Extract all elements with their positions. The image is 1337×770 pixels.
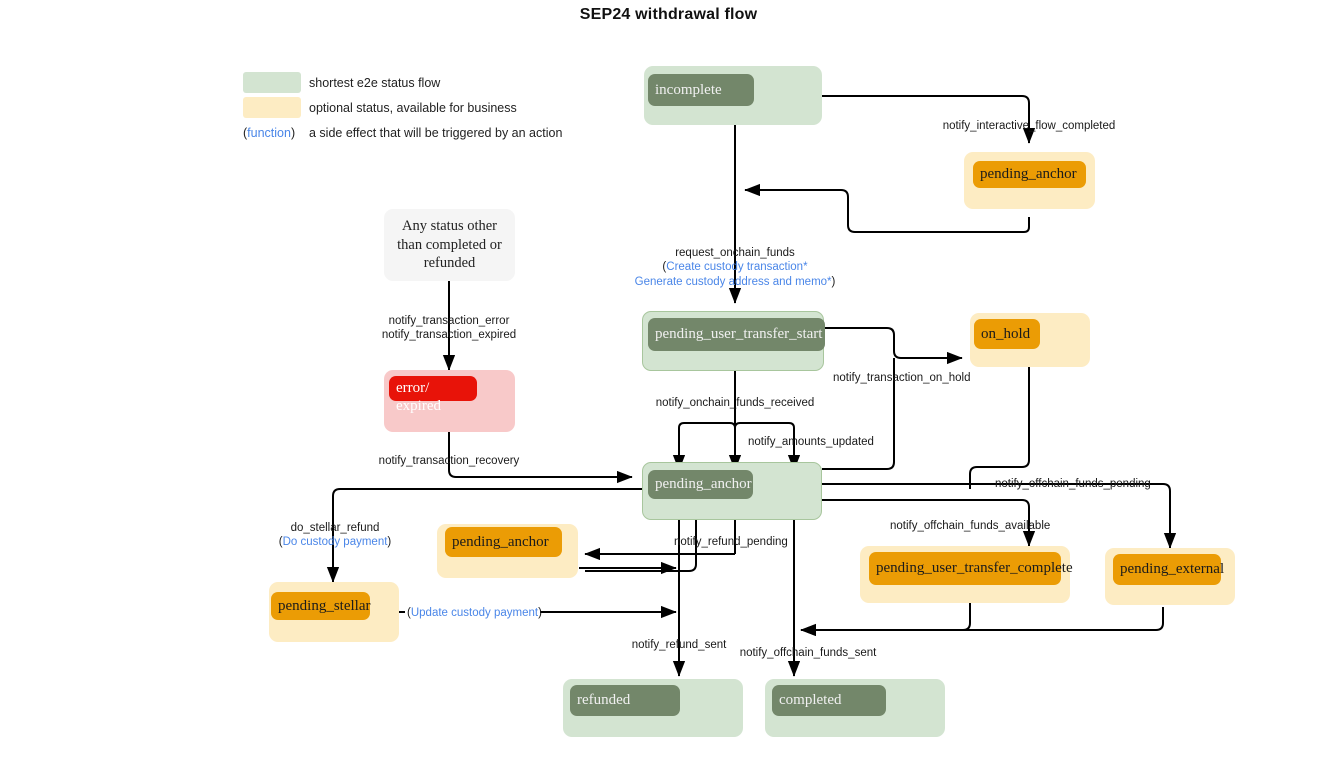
legend-label-yellow: optional status, available for business — [309, 100, 517, 115]
edge-label-notify-transaction-on-hold: notify_transaction_on_hold — [833, 372, 971, 384]
edge-label-notify-offchain-funds-available: notify_offchain_funds_available — [890, 520, 1051, 532]
node-pending-user-transfer-complete-label: pending_user_transfer_complete — [869, 552, 1073, 585]
node-pending-external[interactable]: pending_external — [1105, 548, 1235, 605]
node-pending-stellar-label: pending_stellar — [271, 592, 370, 620]
legend: shortest e2e status flow optional status… — [243, 70, 562, 145]
edge-label-notify-offchain-funds-sent: notify_offchain_funds_sent — [739, 647, 877, 659]
node-pending-anchor-center-label: pending_anchor — [648, 470, 753, 499]
legend-row-yellow: optional status, available for business — [243, 95, 562, 120]
edge-label-do-stellar-refund-main: do_stellar_refund — [290, 522, 380, 534]
edge-label-notify-transaction-recovery: notify_transaction_recovery — [378, 455, 520, 467]
legend-row-function: (function) a side effect that will be tr… — [243, 120, 562, 145]
edge-label-request-onchain-funds: request_onchain_funds (Create custody tr… — [635, 246, 836, 289]
paren-open: ( — [243, 125, 248, 140]
node-pending-anchor-refund-label: pending_anchor — [445, 527, 562, 557]
edge-label-notify-transaction-error-line1: notify_transaction_error — [388, 315, 510, 327]
node-refunded-label: refunded — [570, 685, 680, 716]
page-title: SEP24 withdrawal flow — [579, 6, 758, 23]
legend-label-function: a side effect that will be triggered by … — [309, 125, 563, 140]
node-pending-anchor-refund[interactable]: pending_anchor — [437, 524, 578, 578]
paren-close: ) — [290, 125, 296, 140]
edge-label-notify-refund-sent: notify_refund_sent — [631, 639, 727, 651]
node-pending-anchor-center[interactable]: pending_anchor — [642, 462, 822, 520]
node-completed[interactable]: completed — [765, 679, 945, 737]
node-pending-stellar[interactable]: pending_stellar — [269, 582, 399, 642]
node-pending-external-label: pending_external — [1113, 554, 1224, 585]
node-error-expired-label-line2: expired — [396, 398, 441, 414]
legend-swatch-green — [243, 72, 301, 93]
edge-label-request-onchain-funds-fn1: (Create custody transaction* — [662, 261, 808, 274]
node-any-status-label: Any status other than completed or refun… — [397, 218, 502, 272]
node-error-expired-label: error/ — [389, 376, 477, 401]
edge-label-notify-amounts-updated: notify_amounts_updated — [748, 436, 874, 448]
edge-label-update-custody-payment: (Update custody payment) — [407, 607, 542, 619]
node-completed-label: completed — [772, 685, 886, 716]
node-pending-user-transfer-start[interactable]: pending_user_transfer_start — [642, 311, 825, 371]
node-pending-user-transfer-start-label: pending_user_transfer_start — [648, 318, 825, 351]
node-pending-anchor-top[interactable]: pending_anchor — [964, 152, 1095, 209]
edge-label-notify-transaction-error: notify_transaction_error notify_transact… — [382, 314, 516, 343]
edge-label-notify-transaction-expired-line2: notify_transaction_expired — [381, 329, 517, 342]
edge-label-request-onchain-funds-fn2: Generate custody address and memo*) — [634, 275, 836, 288]
node-on-hold[interactable]: on_hold — [970, 313, 1090, 367]
node-on-hold-label: on_hold — [974, 319, 1040, 349]
node-incomplete-label: incomplete — [648, 74, 754, 106]
node-refunded[interactable]: refunded — [563, 679, 743, 737]
edge-label-notify-offchain-funds-pending: notify_offchain_funds_pending — [995, 478, 1151, 490]
edge-label-notify-interactive-flow-completed: notify_interactive_flow_completed — [942, 120, 1116, 132]
edge-label-notify-onchain-funds-received: notify_onchain_funds_received — [655, 397, 815, 409]
edge-label-do-stellar-refund-fn: (Do custody payment) — [278, 536, 392, 549]
edge-label-notify-refund-pending: notify_refund_pending — [674, 536, 788, 548]
legend-function-marker: (function) — [243, 126, 301, 140]
node-pending-anchor-top-label: pending_anchor — [973, 161, 1086, 188]
legend-swatch-yellow — [243, 97, 301, 118]
legend-function-word: function — [247, 125, 291, 140]
legend-label-green: shortest e2e status flow — [309, 75, 441, 90]
edge-label-request-onchain-funds-main: request_onchain_funds — [675, 247, 795, 259]
node-any-status[interactable]: Any status other than completed or refun… — [384, 209, 515, 281]
legend-row-green: shortest e2e status flow — [243, 70, 562, 95]
node-incomplete[interactable]: incomplete — [644, 66, 822, 125]
node-pending-user-transfer-complete[interactable]: pending_user_transfer_complete — [860, 546, 1073, 603]
node-error-expired[interactable]: error/ expired — [384, 370, 515, 432]
edge-label-do-stellar-refund: do_stellar_refund (Do custody payment) — [279, 521, 392, 550]
